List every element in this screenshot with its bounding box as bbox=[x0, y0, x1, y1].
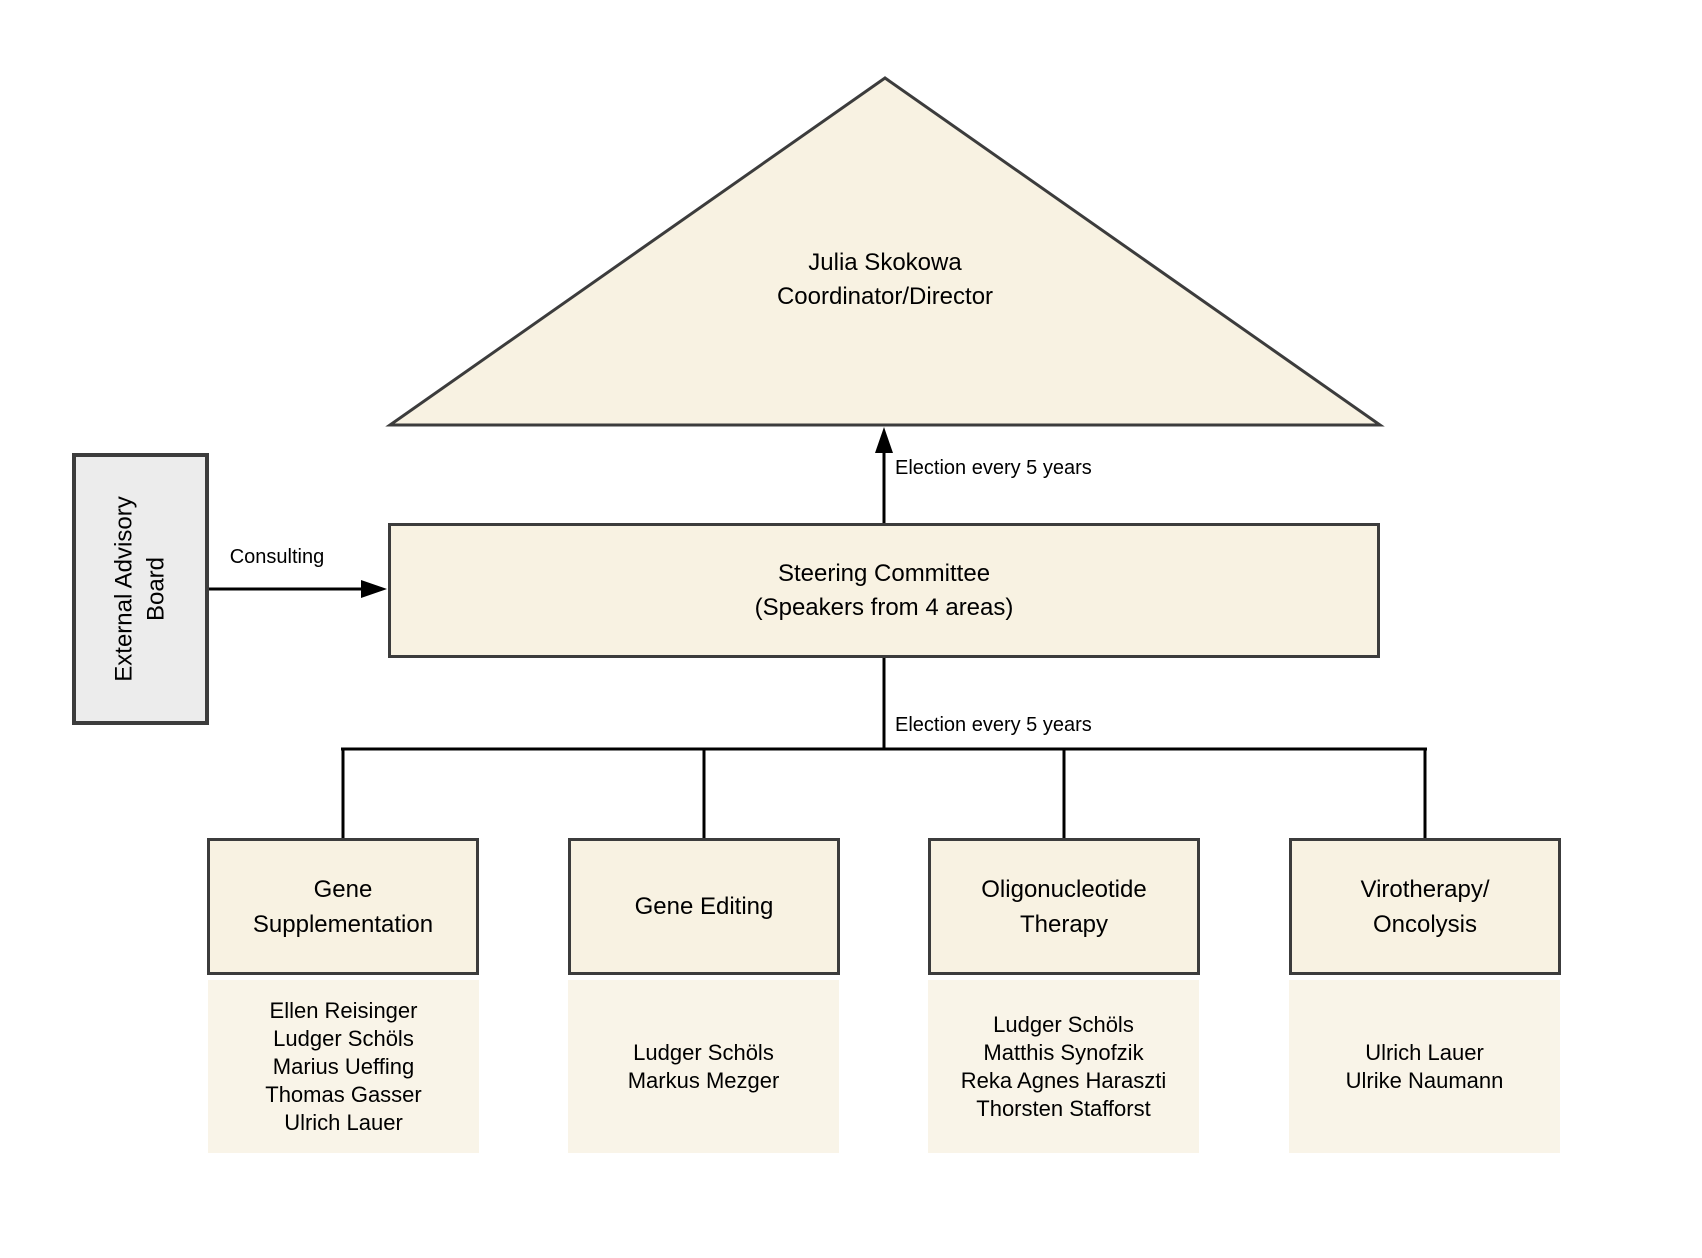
area-title-line: Oligonucleotide bbox=[981, 875, 1147, 903]
steering-committee-node: Steering Committee (Speakers from 4 area… bbox=[388, 523, 1380, 658]
director-triangle-shape bbox=[385, 76, 1385, 427]
director-node: Julia Skokowa Coordinator/Director bbox=[635, 246, 1135, 314]
member-name: Ludger Schöls bbox=[633, 1039, 774, 1065]
area-node-virotherapy-oncolysis: Virotherapy/ Oncolysis bbox=[1289, 838, 1561, 975]
director-role: Coordinator/Director bbox=[776, 283, 994, 310]
area-title-line: Oncolysis bbox=[1372, 910, 1478, 938]
member-name: Matthis Synofzik bbox=[983, 1039, 1144, 1065]
member-name: Thorsten Stafforst bbox=[976, 1095, 1151, 1121]
advisory-board-line2: Board bbox=[142, 556, 170, 622]
member-name: Reka Agnes Haraszti bbox=[960, 1067, 1167, 1093]
member-name: Ludger Schöls bbox=[993, 1011, 1134, 1037]
area-members-gene-editing: Ludger Schöls Markus Mezger bbox=[568, 980, 839, 1153]
election-bottom-label: Election every 5 years bbox=[895, 714, 1092, 736]
member-name: Ludger Schöls bbox=[273, 1025, 414, 1051]
election-top-label: Election every 5 years bbox=[895, 457, 1092, 479]
area-title-line: Virotherapy/ bbox=[1360, 875, 1490, 903]
area-node-oligonucleotide-therapy: Oligonucleotide Therapy bbox=[928, 838, 1200, 975]
member-name: Ellen Reisinger bbox=[269, 997, 418, 1023]
consulting-label: Consulting bbox=[229, 546, 325, 568]
area-title-line: Gene Editing bbox=[634, 893, 774, 920]
consulting-arrowhead-icon bbox=[361, 580, 387, 598]
member-name: Markus Mezger bbox=[627, 1067, 780, 1093]
member-name: Thomas Gasser bbox=[265, 1081, 422, 1107]
area-title-line: Gene bbox=[313, 875, 373, 903]
member-name: Marius Ueffing bbox=[272, 1053, 415, 1079]
area-node-gene-supplementation: Gene Supplementation bbox=[207, 838, 479, 975]
steering-committee-title: Steering Committee bbox=[777, 559, 991, 587]
external-advisory-board-node bbox=[72, 453, 209, 725]
director-name: Julia Skokowa bbox=[808, 249, 962, 276]
area-title-line: Therapy bbox=[1019, 910, 1109, 938]
area-node-gene-editing: Gene Editing bbox=[568, 838, 840, 975]
area-members-virotherapy-oncolysis: Ulrich Lauer Ulrike Naumann bbox=[1289, 980, 1560, 1153]
member-name: Ulrike Naumann bbox=[1345, 1067, 1504, 1093]
external-advisory-board-label: External Advisory Board bbox=[73, 453, 209, 726]
member-name: Ulrich Lauer bbox=[1365, 1039, 1484, 1065]
election-up-arrowhead-icon bbox=[875, 427, 893, 453]
area-title-line: Supplementation bbox=[252, 910, 434, 938]
area-members-oligonucleotide-therapy: Ludger Schöls Matthis Synofzik Reka Agne… bbox=[928, 980, 1199, 1153]
advisory-board-line1: External Advisory bbox=[110, 496, 138, 682]
member-name: Ulrich Lauer bbox=[284, 1109, 403, 1135]
steering-committee-subtitle: (Speakers from 4 areas) bbox=[754, 593, 1014, 621]
area-members-gene-supplementation: Ellen Reisinger Ludger Schöls Marius Uef… bbox=[208, 980, 479, 1153]
